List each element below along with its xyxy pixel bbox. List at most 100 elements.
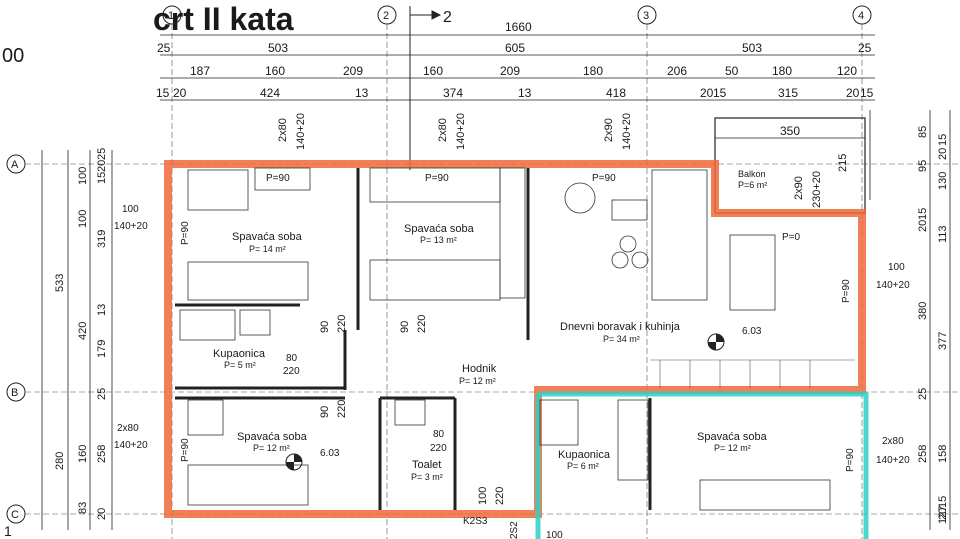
- d6-w: 100: [477, 487, 489, 505]
- room-bedroom-2-name: Spavaća soba: [404, 223, 475, 235]
- wr-bot-w: 2x80: [882, 436, 904, 447]
- room-living-name: Dnevni boravak i kuhinja: [560, 321, 681, 333]
- dim-right-95: 95: [917, 160, 929, 172]
- dim-right-127: 127: [937, 506, 949, 524]
- wl-bot-w: 2x80: [117, 423, 139, 434]
- dim-r3-8: 15: [713, 86, 727, 100]
- d2-w: 90: [399, 321, 411, 333]
- room-bathroom-2-name: Kupaonica: [558, 449, 611, 461]
- d1-w: 90: [319, 321, 331, 333]
- dim-left-15: 15: [96, 172, 108, 184]
- sill-3: P=90: [592, 173, 616, 184]
- axis-marker-B: B: [11, 387, 18, 399]
- corner-fragment: 1: [4, 523, 12, 539]
- furniture: [179, 167, 831, 511]
- dimension-lines-top: [160, 34, 875, 139]
- room-balcony-area: P=6 m²: [738, 180, 767, 190]
- dim-left-319: 319: [96, 230, 108, 248]
- wl-top-h: 140+20: [114, 221, 148, 232]
- w2-size: 140+20: [455, 113, 467, 150]
- dim-right-c20b: 20: [937, 508, 949, 520]
- level-marker-2: [285, 453, 303, 471]
- sill-5: P=90: [841, 279, 852, 303]
- dim-r3-3: 13: [355, 86, 369, 100]
- d3-w: 80: [286, 353, 298, 364]
- bed-1: [187, 169, 249, 211]
- dim-r2-4: 209: [500, 64, 520, 78]
- bed-1b: [187, 261, 309, 301]
- d5-w: 80: [433, 429, 445, 440]
- dimension-lines-right: [869, 110, 951, 530]
- section-arrow: [409, 6, 442, 170]
- bottom-k2s3: K2S3: [463, 516, 488, 527]
- dim-r2-3: 160: [423, 64, 443, 78]
- dim-left-25: 25: [96, 148, 108, 160]
- room-bathroom-1-name: Kupaonica: [213, 348, 266, 360]
- dim-r2-6: 206: [667, 64, 687, 78]
- dim-r3-9: 315: [778, 86, 798, 100]
- dimension-lines-left: [41, 150, 113, 530]
- dim-left-420: 420: [77, 322, 89, 340]
- room-bathroom-2-area: P= 6 m²: [567, 461, 599, 471]
- dim-right-377: 377: [937, 332, 949, 350]
- level-value-1: 6.03: [742, 326, 762, 337]
- dim-right-c20: 20: [937, 148, 949, 160]
- wl-bot-h: 140+20: [114, 440, 148, 451]
- d2-h: 220: [416, 315, 428, 333]
- adjacent-unit-outline: [535, 391, 869, 539]
- interior-walls: [175, 168, 652, 510]
- dim-right-20: 20: [917, 220, 929, 232]
- dim-r3-5: 13: [518, 86, 532, 100]
- room-bathroom-1-area: P= 5 m²: [224, 360, 256, 370]
- dim-r1-0: 25: [157, 41, 171, 55]
- dim-r3-4: 374: [443, 86, 463, 100]
- dim-left-25b: 25: [96, 388, 108, 400]
- room-hallway-name: Hodnik: [462, 363, 497, 375]
- room-bedroom-1-area: P= 14 m²: [249, 244, 286, 254]
- dim-right-258: 258: [917, 445, 929, 463]
- d4-h: 220: [336, 400, 348, 418]
- dim-r1-1: 503: [268, 41, 288, 55]
- level-value-2: 6.03: [320, 448, 340, 459]
- wb-size: 230+20: [811, 171, 823, 208]
- dim-right-c15b: 15: [937, 496, 949, 508]
- bed-4: [699, 479, 831, 511]
- room-bedroom-3-area: P= 12 m²: [253, 443, 290, 453]
- dim-right-158: 158: [937, 445, 949, 463]
- room-bedroom-2-area: P= 13 m²: [420, 235, 457, 245]
- room-toilet-area: P= 3 m²: [411, 472, 443, 482]
- bed-3: [187, 399, 224, 436]
- d3-h: 220: [283, 366, 300, 377]
- dim-left-533: 533: [54, 274, 66, 292]
- dim-right-113: 113: [937, 225, 949, 243]
- w1-type: 2x80: [277, 118, 289, 142]
- section-label: 2: [443, 9, 452, 26]
- sill-4: P=90: [180, 221, 191, 245]
- w3-size: 140+20: [621, 113, 633, 150]
- axis-marker-4: 4: [858, 10, 864, 22]
- dim-left-258: 258: [96, 445, 108, 463]
- dim-overall: 1660: [505, 20, 532, 34]
- room-bedroom-3-name: Spavaća soba: [237, 431, 308, 443]
- room-bedroom-4-name: Spavaća soba: [697, 431, 768, 443]
- dim-r3-11: 15: [860, 86, 874, 100]
- dim-left-20b: 20: [96, 508, 108, 520]
- w1-size: 140+20: [295, 113, 307, 150]
- axis-marker-1: 1: [168, 10, 174, 22]
- dim-r3-10: 20: [846, 86, 860, 100]
- dim-r3-6: 418: [606, 86, 626, 100]
- dim-r1-4: 25: [858, 41, 872, 55]
- level-marker-1: [707, 333, 725, 351]
- dim-right-85: 85: [917, 126, 929, 138]
- shower-2: [539, 399, 579, 446]
- dim-left-13: 13: [96, 304, 108, 316]
- staircase: [650, 359, 855, 388]
- dim-right-130: 130: [937, 172, 949, 190]
- opening-labels: 2x80 140+20 2x80 140+20 2x90 140+20 2x90…: [114, 113, 910, 539]
- dim-r2-8: 180: [772, 64, 792, 78]
- sill-7: P=90: [180, 438, 191, 462]
- d5-h: 220: [430, 443, 447, 454]
- dim-r1-2: 605: [505, 41, 525, 55]
- axis-marker-A: A: [11, 159, 19, 171]
